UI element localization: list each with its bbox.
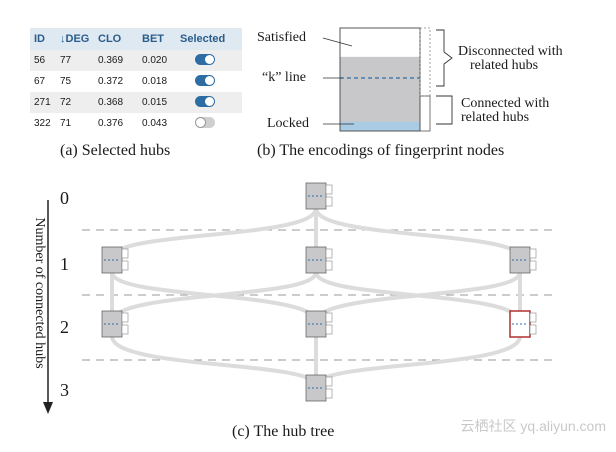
level-label-3: 3 [60, 380, 69, 400]
table-row[interactable]: 67 75 0.372 0.018 [30, 71, 242, 92]
connected-bracket [436, 95, 453, 125]
satisfied-fill [340, 56, 420, 132]
cell-selected [176, 95, 242, 110]
caption-b: (b) The encodings of fingerprint nodes [257, 142, 505, 159]
fingerprint-node[interactable] [305, 246, 333, 274]
table-row[interactable]: 271 72 0.368 0.015 [30, 92, 242, 113]
tree-link [314, 207, 522, 259]
cell-id: 67 [34, 76, 46, 87]
disconnected-brace [436, 29, 453, 87]
level-label-2: 2 [60, 317, 69, 337]
connected-stack [419, 95, 431, 132]
cell-bet: 0.018 [142, 76, 168, 87]
cell-clo: 0.372 [98, 76, 124, 87]
header-degree[interactable]: ↓DEG [60, 33, 90, 45]
cell-clo: 0.369 [98, 55, 124, 66]
fingerprint-node[interactable] [101, 310, 129, 338]
fingerprint-node[interactable] [305, 310, 333, 338]
header-betweenness[interactable]: BET [142, 33, 164, 45]
cell-bet: 0.015 [142, 97, 168, 108]
cell-id: 271 [34, 97, 51, 108]
toggle-knob [196, 117, 205, 127]
fingerprint-node[interactable] [509, 246, 537, 274]
cell-selected [176, 53, 242, 68]
label-satisfied: Satisfied [257, 30, 306, 45]
label-k-line: “k” line [262, 70, 306, 85]
label-disconnected: Disconnected with related hubs [458, 45, 563, 73]
selected-toggle[interactable] [195, 53, 215, 65]
watermark: 云栖社区 yq.aliyun.com [460, 418, 606, 434]
disconnected-stack [419, 27, 431, 97]
fingerprint-node-highlighted[interactable] [509, 310, 537, 338]
toggle-knob [205, 75, 214, 85]
header-id[interactable]: ID [34, 33, 45, 45]
cell-deg: 72 [60, 97, 72, 108]
level-label-0: 0 [60, 188, 69, 208]
tree-link [314, 271, 522, 323]
selected-toggle[interactable] [195, 74, 215, 86]
caption-c: (c) The hub tree [232, 423, 335, 440]
label-connected-line1: Connected with [461, 96, 550, 111]
fingerprint-node[interactable] [305, 374, 333, 402]
label-connected: Connected with related hubs [461, 97, 549, 125]
tree-link [110, 335, 318, 387]
caption-a: (a) Selected hubs [60, 142, 171, 159]
selected-toggle[interactable] [195, 116, 215, 128]
table-row[interactable]: 56 77 0.369 0.020 [30, 50, 242, 71]
table-row[interactable]: 322 71 0.376 0.043 [30, 113, 242, 134]
cell-clo: 0.376 [98, 118, 124, 129]
pointer-satisfied [322, 37, 353, 47]
cell-selected [176, 74, 242, 89]
cell-deg: 77 [60, 55, 72, 66]
cell-bet: 0.043 [142, 118, 168, 129]
selected-toggle[interactable] [195, 95, 215, 107]
tree-link [110, 207, 318, 259]
selected-hubs-table: ID ↓DEG CLO BET Selected 56 77 0.369 0.020 6… [30, 28, 242, 134]
header-selected[interactable]: Selected [180, 33, 226, 45]
axis-label: Number of connected hubs [32, 217, 47, 369]
cell-deg: 71 [60, 118, 72, 129]
fingerprint-node[interactable] [101, 246, 129, 274]
locked-fill [340, 121, 420, 131]
cell-bet: 0.020 [142, 55, 168, 66]
tree-link [314, 335, 522, 387]
toggle-knob [205, 54, 214, 64]
cell-clo: 0.368 [98, 97, 124, 108]
tree-links [110, 207, 522, 387]
label-connected-line2: related hubs [461, 110, 530, 125]
axis-arrow-head [43, 402, 53, 414]
label-disconnected-line2: related hubs [470, 58, 539, 73]
table-header-row: ID ↓DEG CLO BET Selected [30, 28, 242, 50]
label-locked: Locked [267, 116, 309, 131]
toggle-knob [205, 96, 214, 106]
cell-deg: 75 [60, 76, 72, 87]
label-disconnected-line1: Disconnected with [458, 44, 563, 59]
cell-selected [176, 116, 242, 131]
cell-id: 322 [34, 118, 51, 129]
fingerprint-node[interactable] [305, 182, 333, 210]
tree-link [110, 271, 318, 323]
level-label-1: 1 [60, 254, 69, 274]
header-closeness[interactable]: CLO [98, 33, 122, 45]
cell-id: 56 [34, 55, 46, 66]
